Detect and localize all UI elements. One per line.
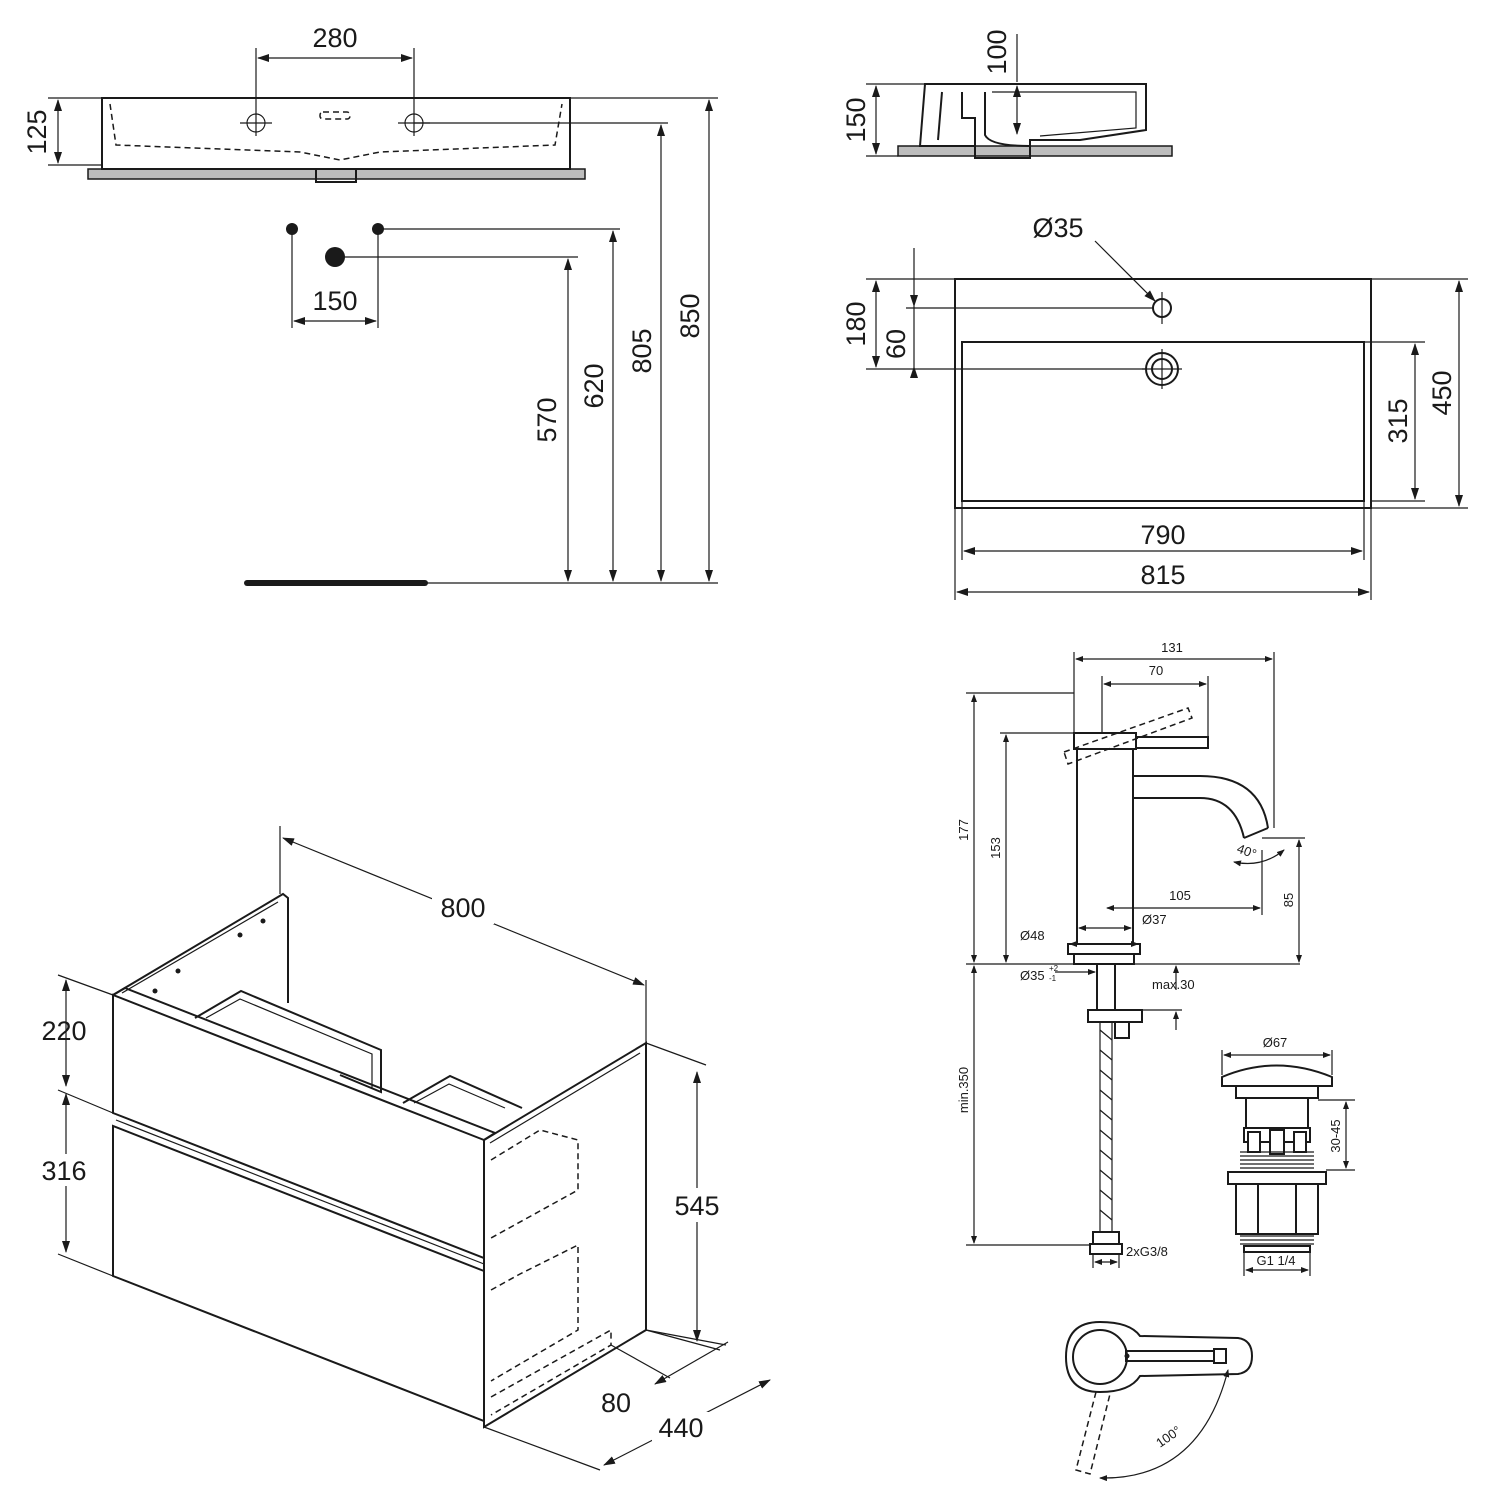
dim-tap-rotation: 100° [1153,1423,1184,1451]
dim-tap-connections: 2xG3/8 [1126,1244,1168,1259]
dim-bowl-depth: 315 [1383,398,1413,443]
dim-tap-angle: 40° [1235,841,1259,862]
dim-tap-spout-height: 153 [988,837,1003,859]
dim-tap-spout-reach: 105 [1169,888,1191,903]
dim-waste-cap-dia: Ø67 [1263,1035,1288,1050]
dim-height-620: 620 [579,363,609,408]
tap-spout-top [1133,775,1269,829]
dim-arc-40 [1233,849,1285,867]
tap-fixing-nut [1087,1009,1143,1023]
dim-tap-offset: 180 [841,301,871,346]
waste-nut-top [1227,1171,1327,1185]
dim-tap-max-thickness: max.30 [1152,977,1195,992]
dim-tap-min-hose: min.350 [956,1067,971,1113]
vanity-side-panel [483,1041,647,1429]
tap-plan-body [1072,1329,1128,1385]
basin-bowl-outline [961,341,1365,502]
leader-tap-hole [1094,240,1156,302]
drawer-box-hidden-top [490,1129,579,1239]
dim-vanity-depth: 440 [658,1413,703,1443]
basin-top-view: Ø35 180 60 315 450 790 815 [841,213,1468,600]
tap-hose-connector [1089,1243,1123,1255]
dim-plinth: 80 [601,1388,631,1418]
dim-tap-hole-tol-plus: +2 [1049,964,1059,973]
dim-tap-hole: Ø35 [1032,213,1083,243]
tap-plan-lever [1125,1350,1215,1362]
waste-cap [1221,1064,1333,1087]
tap-lever-handle [1135,736,1209,749]
vanity-unit-view: 800 220 316 545 80 440 [36,826,771,1471]
tap-threaded-shank [1096,963,1116,1011]
dim-arc-100 [1099,1369,1230,1482]
dim-tap-body-dia: Ø37 [1142,912,1167,927]
basin-outline [101,97,571,170]
dim-height-570: 570 [532,397,562,442]
basin-inner-hidden [109,103,563,161]
profile-bowl [992,91,1137,137]
tap-lever-base [1073,732,1137,750]
tap-elevation-view: 131 70 177 153 40° 105 85 Ø37 Ø48 Ø35 +2… [956,640,1305,1268]
dim-tap-total-height: 177 [956,819,971,841]
dim-profile-height: 150 [841,97,871,142]
tap-spout-bottom [1133,797,1245,839]
overflow-slot [319,111,351,120]
dim-basin-height: 125 [22,109,52,154]
tap-plan-view: 100° [1064,1320,1254,1482]
tap-lever-open-hidden [1063,707,1193,765]
basin-top-outline [954,278,1372,509]
profile-worktop [897,145,1173,157]
dim-vanity-width: 800 [440,893,485,923]
profile-tap-deck [937,91,976,146]
dim-tap-hole-dia: Ø35 [1020,968,1045,983]
dim-bowl-offset: 60 [881,329,911,359]
dim-bottom-drawer: 316 [41,1156,86,1186]
dim-waste-range: 30-45 [1328,1119,1343,1152]
waste-body [1245,1097,1309,1129]
dim-tap-lever: 70 [1149,663,1163,678]
tap-flex-hose [1099,1022,1113,1232]
dim-height-805: 805 [627,328,657,373]
tap-base-ring [1073,953,1135,965]
dim-waste-thread: G1 1/4 [1256,1253,1295,1268]
waste-thread [1240,1151,1314,1169]
vanity-compartment-right [402,1074,523,1109]
tap-hole-left [240,110,272,136]
profile-inner-wall [984,92,1031,147]
tap-plan-lever-rotated [1075,1391,1111,1475]
dim-tap-outlet-height: 85 [1281,893,1296,907]
dim-top-drawer: 220 [41,1016,86,1046]
dim-total-depth: 450 [1427,370,1457,415]
vanity-compartment-left [194,989,382,1094]
dim-profile-depth: 100 [982,29,1012,74]
dim-tap-base-dia: Ø48 [1020,928,1045,943]
top-drawer-edge [112,986,498,1141]
dim-line-80 [654,1341,729,1385]
worktop-section [87,168,586,180]
dim-tap-holes-spacing: 280 [312,23,357,53]
dim-bowl-width: 790 [1140,520,1185,550]
basin-profile-view: 100 150 [841,29,1173,159]
bottom-drawer-front [112,1124,485,1423]
basin-front-view: 280 125 150 570 620 805 850 [22,23,718,586]
dim-vanity-height: 545 [674,1191,719,1221]
dim-total-width: 815 [1140,560,1185,590]
vanity-back-panel [112,892,289,1003]
dim-drain-spacing: 150 [312,286,357,316]
profile-outline [918,83,1147,159]
drawer-box-hidden-bottom [490,1243,579,1382]
waste-flange [1235,1085,1319,1099]
dim-tap-hole-tol-minus: -1 [1049,974,1057,983]
dim-tap-reach-total: 131 [1161,640,1183,655]
waste-valve-view: Ø67 30-45 G1 1/4 [1221,1035,1355,1276]
dim-height-850: 850 [675,293,705,338]
top-drawer-front [112,993,485,1260]
tap-plan-outline [1064,1320,1254,1394]
drain-outlet [315,168,357,183]
tap-base-plate [1067,943,1141,955]
